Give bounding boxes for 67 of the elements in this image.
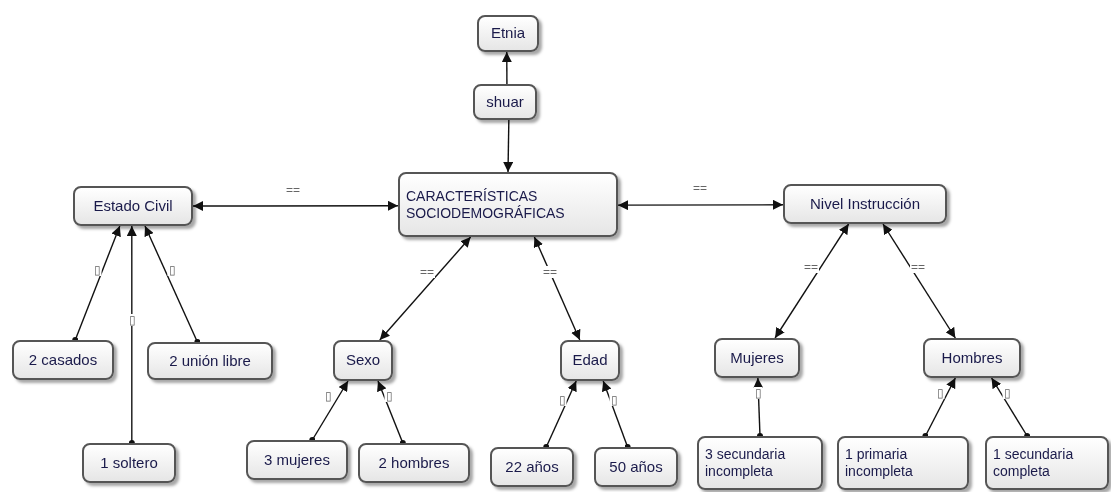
concept-text: 2 casados — [28, 350, 98, 370]
arrow — [543, 380, 577, 450]
concept-text: 22 años — [505, 457, 559, 477]
edge-label: ▯ — [1002, 387, 1012, 399]
concept-box — [12, 340, 114, 380]
arrow — [882, 223, 957, 339]
edge-label: == — [542, 266, 558, 278]
edge-label: ▯ — [167, 264, 177, 276]
arrow — [602, 380, 631, 450]
arrow — [990, 377, 1031, 439]
concept-box — [697, 436, 823, 490]
concept-box — [985, 436, 1109, 490]
arrow — [753, 377, 764, 439]
concept-box — [358, 443, 470, 483]
arrow — [377, 380, 406, 446]
concept-box — [560, 340, 620, 381]
arrow — [126, 225, 137, 446]
concept-box — [837, 436, 969, 490]
arrow — [533, 236, 581, 341]
concept-box — [923, 338, 1021, 378]
arrow — [72, 225, 121, 343]
concept-text: 1 secundaria completa — [993, 446, 1075, 480]
concept-box — [398, 172, 618, 237]
concept-box — [594, 447, 678, 487]
concept-text: Estado Civil — [93, 196, 173, 216]
concept-box — [477, 15, 539, 52]
edge-label: ▯ — [127, 314, 137, 326]
concept-text: 50 años — [609, 457, 663, 477]
arrow — [774, 223, 850, 339]
concept-box — [73, 186, 193, 226]
arrow — [503, 119, 514, 173]
concept-text: 2 unión libre — [169, 351, 251, 371]
concept-text: 2 hombres — [378, 453, 450, 473]
concept-text: Etnia — [490, 24, 526, 43]
concept-box — [82, 443, 176, 483]
arrow — [309, 380, 349, 443]
arrow — [617, 199, 784, 211]
arrow — [144, 225, 201, 345]
arrow — [922, 377, 957, 439]
concept-box — [490, 447, 574, 487]
concept-text: Hombres — [941, 348, 1003, 368]
arrow — [379, 236, 472, 341]
concept-text: Edad — [572, 351, 608, 370]
edge-label: ▯ — [609, 394, 619, 406]
concept-text: Mujeres — [730, 348, 784, 368]
concept-box — [714, 338, 800, 378]
concept-text: 1 soltero — [100, 453, 158, 473]
arrow — [501, 51, 512, 85]
edge-label: ▯ — [935, 387, 945, 399]
edge-label: ▯ — [323, 390, 333, 402]
concept-text: 3 mujeres — [264, 450, 330, 470]
concept-text: shuar — [486, 92, 524, 112]
concept-text: 1 primaria incompleta — [845, 446, 914, 480]
concept-box — [473, 84, 537, 120]
edge-label: ▯ — [384, 390, 394, 402]
concept-text: CARACTERÍSTICAS SOCIODEMOGRÁFICAS — [406, 187, 566, 222]
concept-text: 3 secundaria incompleta — [705, 446, 787, 480]
concept-text: Nivel Instrucción — [809, 194, 920, 214]
arrow — [192, 200, 399, 211]
concept-box — [333, 340, 393, 381]
concept-text: Sexo — [345, 351, 381, 370]
edge-label: ▯ — [92, 264, 102, 276]
edge-label: ▯ — [753, 387, 763, 399]
concept-box — [783, 184, 947, 224]
concept-box — [246, 440, 348, 480]
edge-label: ▯ — [557, 394, 567, 406]
concept-box — [147, 342, 273, 380]
